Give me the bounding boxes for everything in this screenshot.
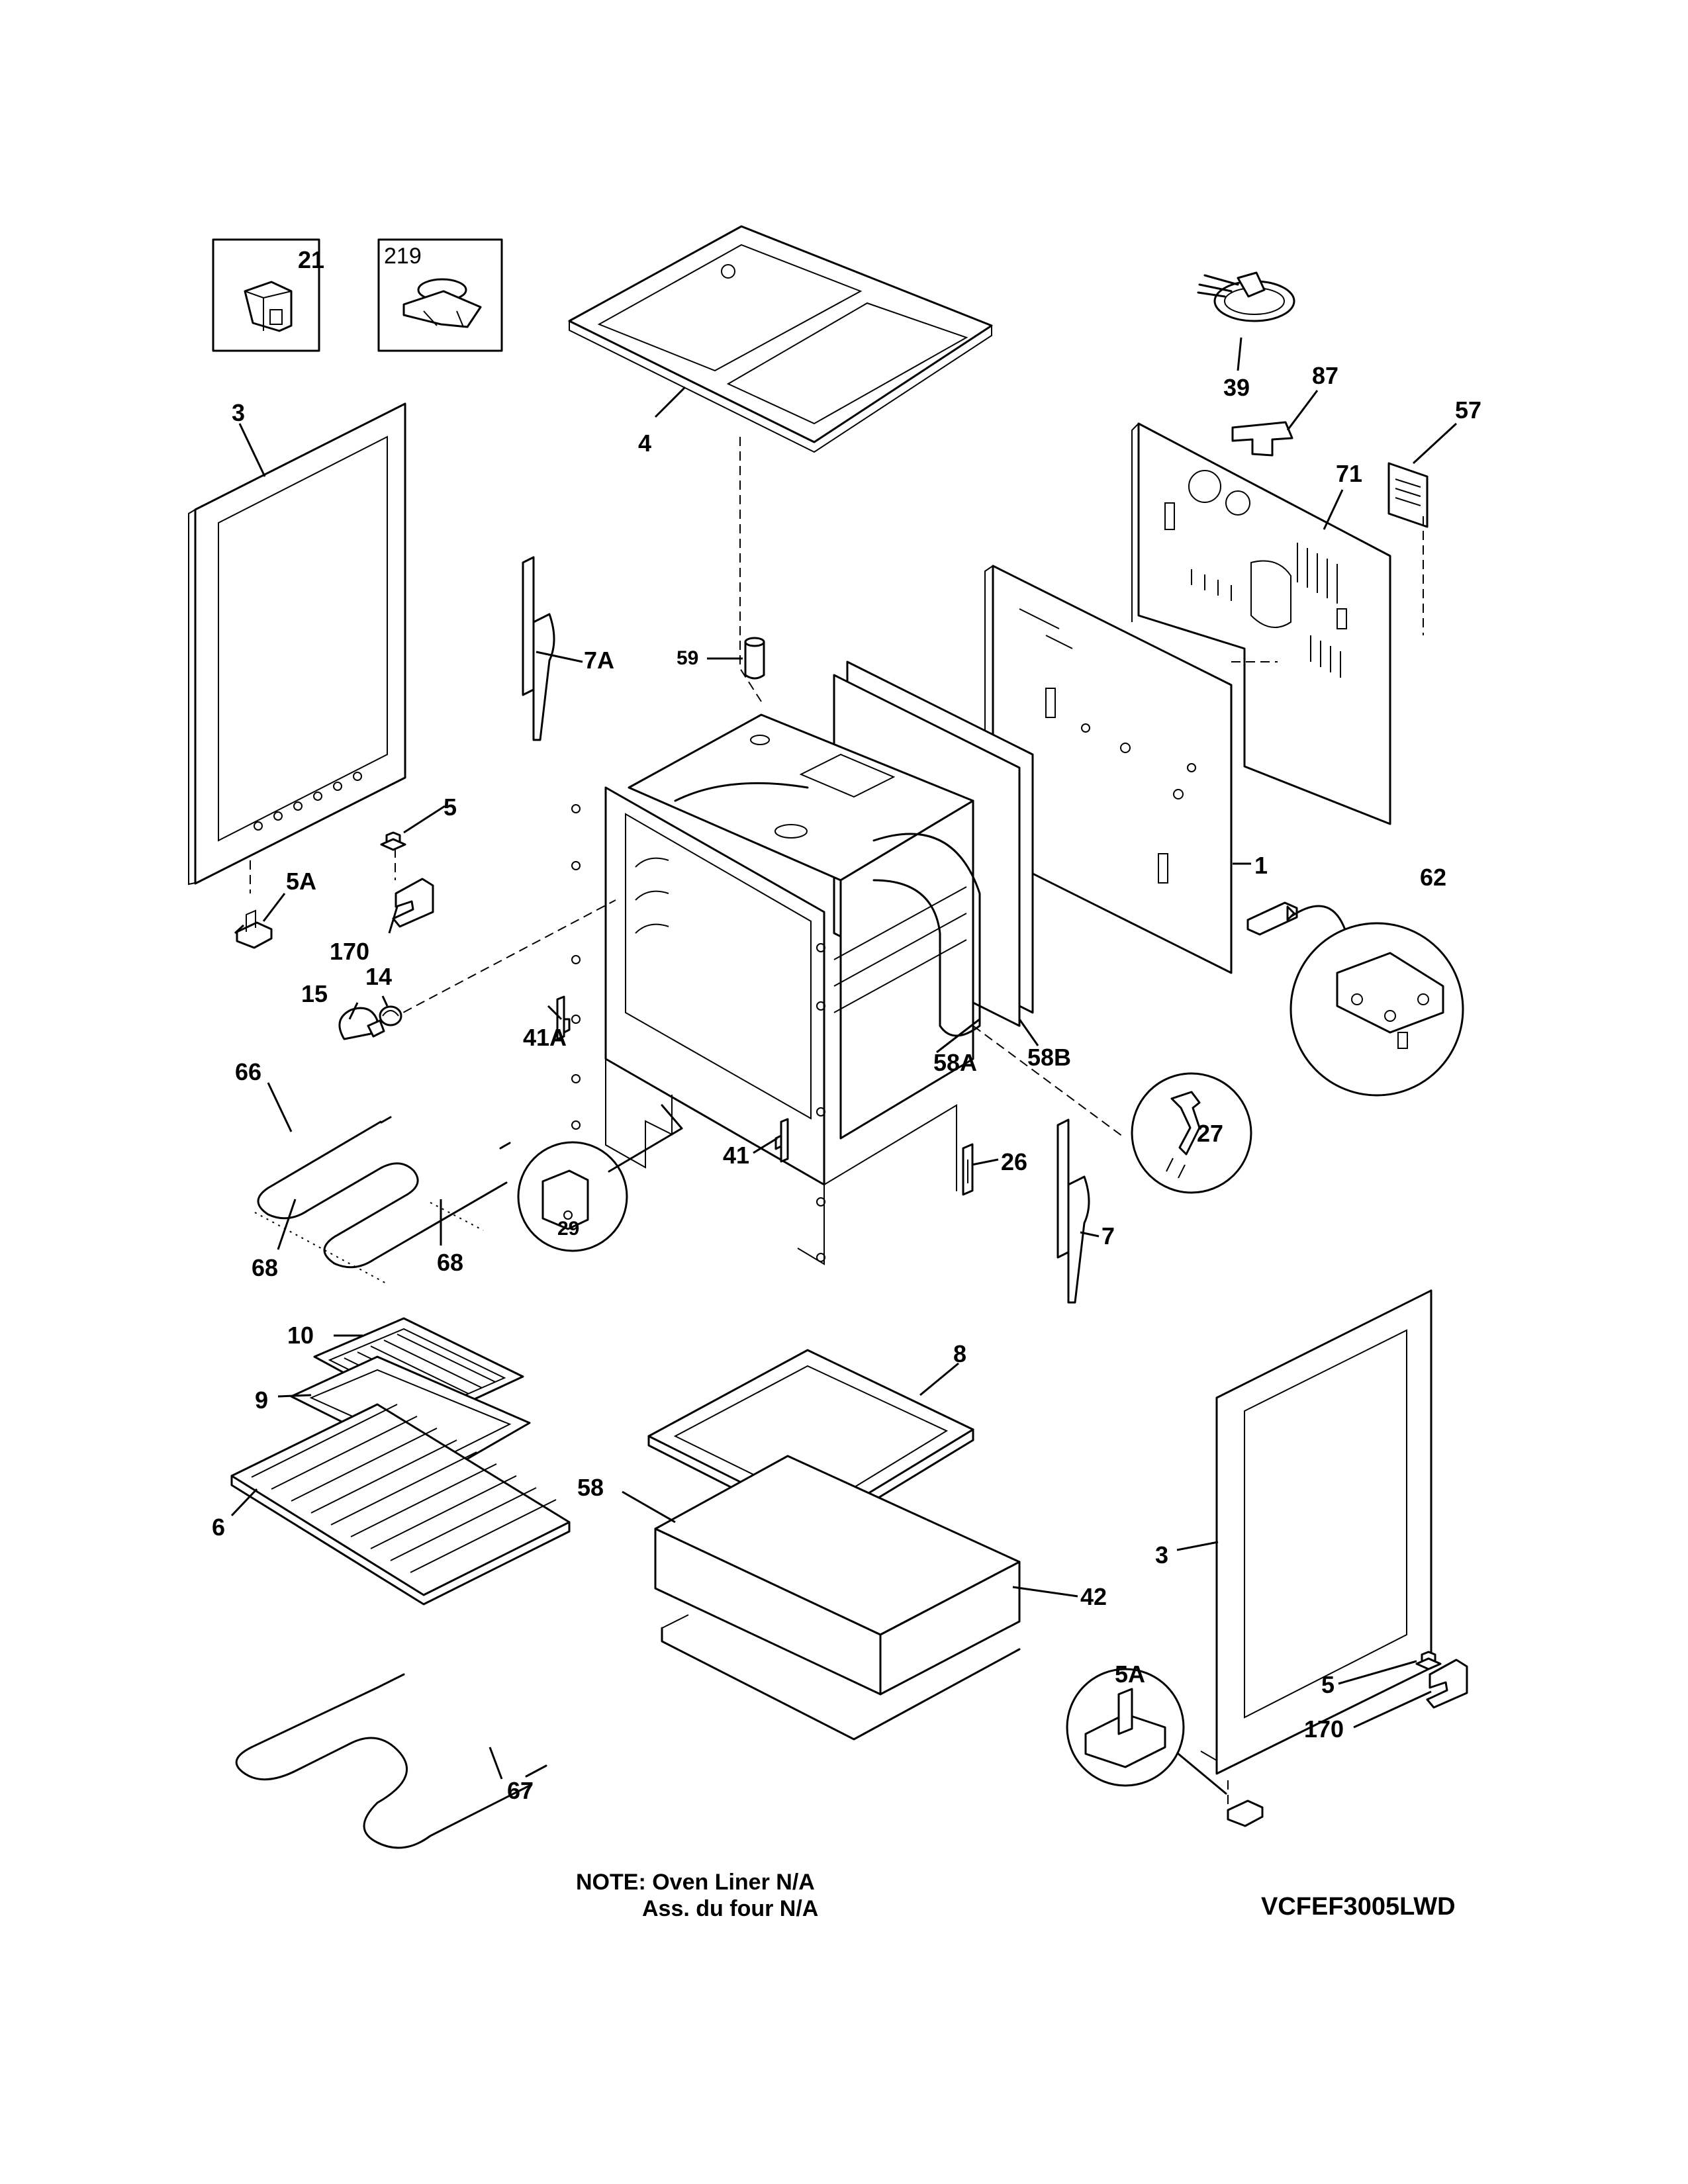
oven-rack-part-6 [230, 1403, 571, 1606]
label-39: 39 [1223, 374, 1250, 401]
light-bulb-part-15 [338, 1007, 385, 1040]
label-5A-right: 5A [1115, 1661, 1145, 1688]
label-3-left: 3 [232, 399, 245, 426]
label-29: 29 [557, 1218, 579, 1240]
label-170-left: 170 [330, 938, 369, 965]
assembly-line-side [972, 1025, 1126, 1139]
note-line-1: NOTE: Oven Liner N/A [576, 1870, 815, 1895]
detail-part-29 [517, 1104, 683, 1252]
top-panel-part-4 [568, 225, 993, 453]
label-7: 7 [1102, 1222, 1115, 1250]
label-58B: 58B [1027, 1044, 1071, 1071]
bracket-part-170-left [392, 878, 434, 928]
label-5A-left: 5A [286, 868, 316, 895]
label-4: 4 [638, 430, 651, 457]
label-7A: 7A [584, 647, 614, 674]
hinge-bolt-part-5-right [1415, 1651, 1442, 1670]
label-170-right: 170 [1304, 1715, 1344, 1743]
label-58: 58 [577, 1474, 604, 1501]
label-41: 41 [723, 1142, 749, 1169]
hinge-part-5A-right [1066, 1668, 1264, 1827]
label-219: 219 [384, 244, 422, 269]
sensor-wire-part-68-right [430, 1202, 484, 1231]
hinge-bolt-part-5-left [380, 831, 406, 851]
label-26: 26 [1001, 1148, 1027, 1175]
label-67: 67 [507, 1777, 534, 1804]
part-59 [744, 637, 765, 680]
label-58A: 58A [933, 1049, 977, 1076]
label-59: 59 [677, 647, 698, 669]
label-6: 6 [212, 1514, 225, 1541]
bracket-part-87 [1231, 421, 1293, 457]
cover-part-57 [1387, 462, 1429, 528]
assembly-line-rear [1231, 516, 1424, 662]
broil-element-part-66 [257, 1116, 511, 1269]
label-41A: 41A [523, 1024, 567, 1051]
hinge-part-7 [1056, 1118, 1090, 1304]
label-9: 9 [255, 1387, 268, 1414]
bracket-part-26 [962, 1143, 974, 1196]
label-66: 66 [235, 1058, 261, 1085]
leader-lines [230, 337, 1458, 1780]
note-line-2: Ass. du four N/A [642, 1896, 818, 1921]
label-1: 1 [1254, 852, 1268, 879]
label-68-right: 68 [437, 1249, 463, 1276]
label-87: 87 [1312, 362, 1338, 389]
model-number: VCFEF3005LWD [1261, 1893, 1456, 1921]
label-15: 15 [301, 980, 328, 1007]
label-5-right: 5 [1321, 1671, 1335, 1698]
part-labels: 21 219 3 4 39 87 57 71 7A 59 5 5A 170 14… [212, 244, 1481, 1804]
oven-cavity [571, 660, 1034, 1265]
bottom-panel-part-42 [661, 1614, 1021, 1741]
bake-element-part-67 [235, 1673, 547, 1849]
label-68-left: 68 [252, 1254, 278, 1281]
insulation-part-58 [654, 1455, 1021, 1696]
power-cord-part-39 [1197, 271, 1295, 322]
inset-box-21 [212, 238, 320, 352]
clip-part-41 [774, 1118, 789, 1163]
label-21: 21 [298, 246, 324, 273]
label-62: 62 [1420, 864, 1446, 891]
label-3-right: 3 [1155, 1541, 1168, 1569]
label-10: 10 [287, 1322, 314, 1349]
label-5-left: 5 [444, 794, 457, 821]
hinge-part-5A-left [236, 909, 273, 949]
label-57: 57 [1455, 396, 1481, 424]
inset-box-219 [377, 238, 503, 352]
label-71: 71 [1336, 460, 1362, 487]
label-42: 42 [1080, 1583, 1107, 1610]
hinge-part-7A [522, 556, 555, 741]
label-27: 27 [1197, 1120, 1223, 1147]
label-8: 8 [953, 1340, 966, 1367]
light-socket-part-14 [379, 1005, 402, 1026]
detail-part-27 [1131, 1072, 1252, 1194]
assembly-line-top [739, 437, 762, 702]
bracket-part-170-right [1426, 1659, 1468, 1709]
label-14: 14 [365, 963, 392, 990]
assembly-line-light [390, 899, 616, 1020]
terminal-block-part-62 [1246, 901, 1464, 1097]
oven-door-left-part-3 [188, 402, 406, 893]
